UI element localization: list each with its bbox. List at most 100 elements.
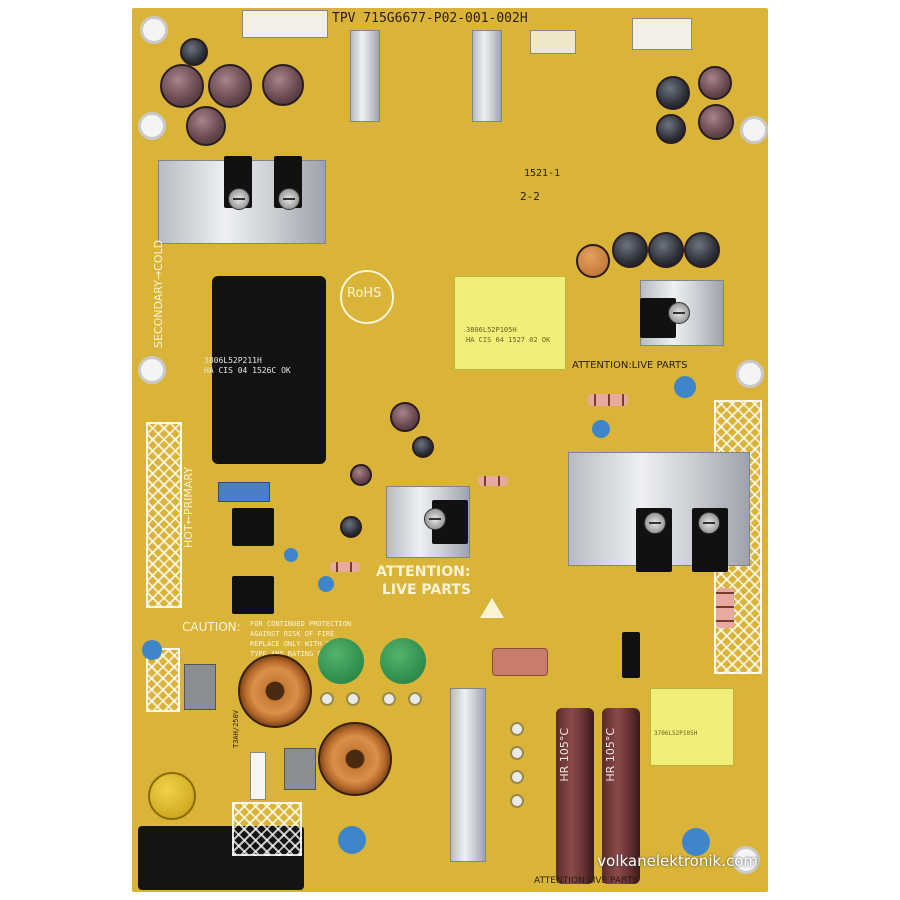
- capacitor: [576, 244, 610, 278]
- capacitor: [208, 64, 252, 108]
- fuse: [250, 752, 266, 800]
- resistor: [588, 394, 628, 406]
- screw: [668, 302, 690, 324]
- attention-big-subtitle: LIVE PARTS: [382, 582, 471, 598]
- yellow-capacitor: [148, 772, 196, 820]
- blue-capacitor: [284, 548, 298, 562]
- screw: [228, 188, 250, 210]
- top-connector-mid: [530, 30, 576, 54]
- mounting-hole: [740, 116, 768, 144]
- caution-text-2: AGAINST RISK OF FIRE: [250, 630, 335, 638]
- standby-transformer: [650, 688, 734, 766]
- ic-chip: [622, 632, 640, 678]
- main-transformer: [212, 276, 326, 464]
- screw: [644, 512, 666, 534]
- fuse-rating: T3AH/250V: [232, 710, 240, 748]
- mosfet: [232, 508, 274, 546]
- resistor: [716, 588, 734, 628]
- varistor: [318, 638, 364, 684]
- capacitor: [656, 76, 690, 110]
- capacitor: [684, 232, 720, 268]
- capacitor: [160, 64, 204, 108]
- yellow-transformer: [454, 276, 566, 370]
- grey-component: [284, 748, 316, 790]
- capacitor: [350, 464, 372, 486]
- resistor: [330, 562, 360, 572]
- blue-capacitor: [142, 640, 162, 660]
- mounting-hole: [736, 360, 764, 388]
- pad: [510, 746, 524, 760]
- attention-label-bottom: ATTENTION:LIVE PARTS: [534, 876, 638, 886]
- caution-title: CAUTION:: [182, 620, 241, 634]
- caution-text-1: FOR CONTINUED PROTECTION: [250, 620, 352, 628]
- caution-text-4: TYPE AND RATING OF FUSE: [250, 650, 347, 658]
- label-2-2: 2-2: [520, 190, 540, 203]
- common-mode-choke: [318, 722, 392, 796]
- resistor: [478, 476, 508, 486]
- pad: [510, 722, 524, 736]
- capacitor: [698, 66, 732, 100]
- rohs-mark: [340, 270, 394, 324]
- watermark: volkanelektronik.com: [597, 852, 758, 870]
- bulk-capacitor-label: HR 105°C: [558, 728, 571, 782]
- part-number-label: TPV 715G6677-P02-001-002H: [332, 11, 528, 26]
- blue-capacitor: [338, 826, 366, 854]
- label-1521: 1521-1: [524, 168, 561, 179]
- capacitor: [698, 104, 734, 140]
- main-transformer-label-2: HA CIS 04 1526C OK: [204, 366, 291, 375]
- pad: [510, 770, 524, 784]
- bulk-capacitor-label: HR 105°C: [604, 728, 617, 782]
- capacitor: [186, 106, 226, 146]
- hot-primary-label: HOT←PRIMARY: [182, 466, 195, 548]
- secondary-cold-label: SECONDARY→COLD: [152, 239, 165, 348]
- yellow-transformer-label-2: HA CIS 04 1527 02 OK: [466, 336, 551, 344]
- capacitor: [656, 114, 686, 144]
- pad: [320, 692, 334, 706]
- blue-capacitor: [318, 576, 334, 592]
- screw: [698, 512, 720, 534]
- blue-capacitor: [682, 828, 710, 856]
- bulk-capacitor: HR 105°C: [556, 708, 594, 884]
- rohs-label: RoHS: [347, 286, 382, 301]
- blue-chip: [218, 482, 270, 502]
- heatsink: [472, 30, 502, 122]
- screw: [278, 188, 300, 210]
- film-capacitor: [492, 648, 548, 676]
- capacitor: [412, 436, 434, 458]
- mounting-hole: [732, 846, 760, 874]
- mounting-hole: [138, 112, 166, 140]
- mosfet: [232, 576, 274, 614]
- capacitor: [648, 232, 684, 268]
- varistor: [380, 638, 426, 684]
- capacitor: [340, 516, 362, 538]
- pad: [408, 692, 422, 706]
- capacitor: [180, 38, 208, 66]
- attention-big-title: ATTENTION:: [376, 564, 471, 580]
- yellow-transformer-label-1: 3806L52P105H: [466, 326, 517, 334]
- main-transformer-label-1: 3806L52P211H: [204, 356, 262, 365]
- hatched-area: [146, 422, 182, 608]
- hatched-area: [232, 802, 302, 856]
- pad: [510, 794, 524, 808]
- pad: [382, 692, 396, 706]
- pcb-board: TPV 715G6677-P02-001-002H 2-2 1521-1 RoH…: [132, 8, 768, 892]
- bulk-capacitor: HR 105°C: [602, 708, 640, 884]
- pad: [346, 692, 360, 706]
- blue-capacitor: [674, 376, 696, 398]
- screw: [424, 508, 446, 530]
- blue-capacitor: [592, 420, 610, 438]
- top-connector-left: [242, 10, 328, 38]
- grey-component: [184, 664, 216, 710]
- hatched-area: [146, 648, 180, 712]
- common-mode-choke: [238, 654, 312, 728]
- caution-text-3: REPLACE ONLY WITH SAME: [250, 640, 343, 648]
- top-connector-right: [632, 18, 692, 50]
- capacitor: [262, 64, 304, 106]
- heatsink: [350, 30, 380, 122]
- attention-label-top: ATTENTION:LIVE PARTS: [572, 360, 688, 371]
- esd-warning-icon: [480, 598, 504, 618]
- capacitor: [390, 402, 420, 432]
- capacitor: [612, 232, 648, 268]
- standby-transformer-label: 3706L52P105H: [654, 730, 698, 737]
- mounting-hole: [140, 16, 168, 44]
